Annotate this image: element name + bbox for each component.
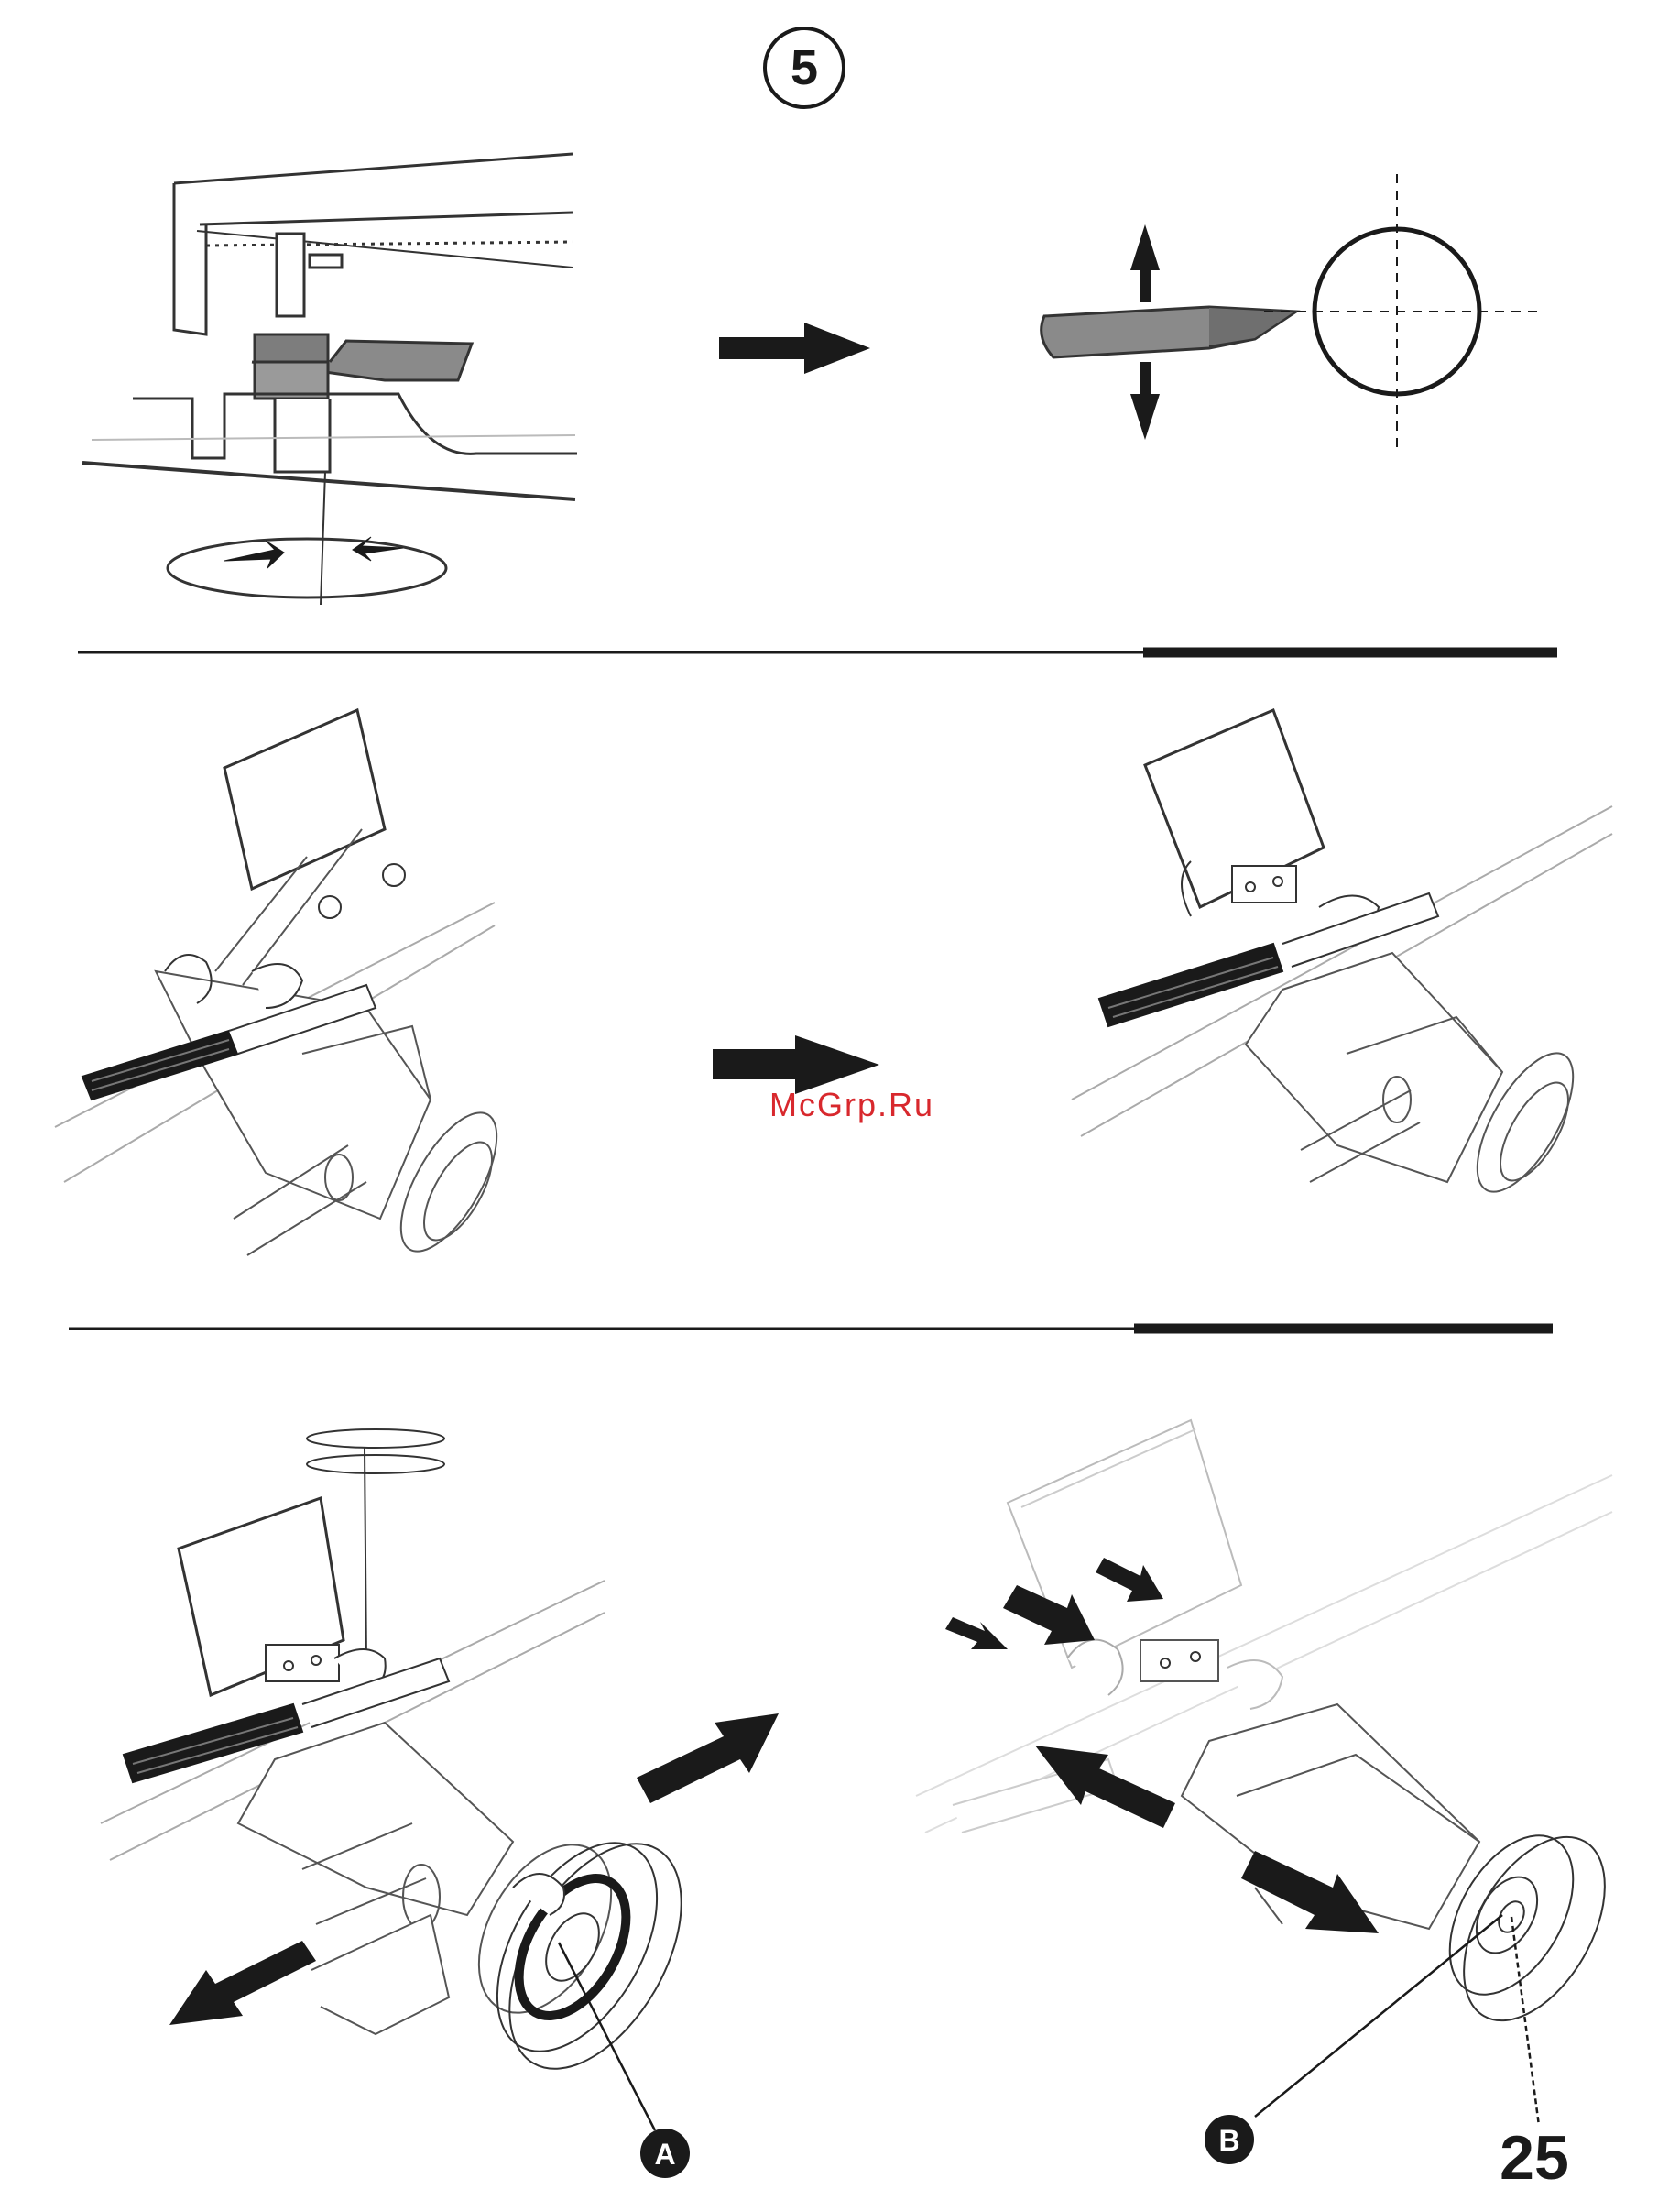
callout-b-label: B [1218,2124,1239,2157]
blade-alignment-view [1042,174,1539,454]
part-number: 25 [1500,2123,1569,2189]
rail-side-view [82,154,577,605]
callout-b: B [1205,1915,1502,2164]
crosshair-circle-icon [1264,174,1539,454]
part-25-label: 25 [1500,1917,1569,2189]
jig-before-mounting [55,710,516,1265]
arrow-right-icon [719,323,870,374]
step-number: 5 [791,40,818,95]
step-badge: 5 [765,28,844,107]
jig-releasing-b [916,1420,1634,2044]
callout-a-label: A [654,2138,675,2171]
watermark: McGrp.Ru [769,1086,934,1123]
jig-after-mounting [1072,710,1612,1206]
